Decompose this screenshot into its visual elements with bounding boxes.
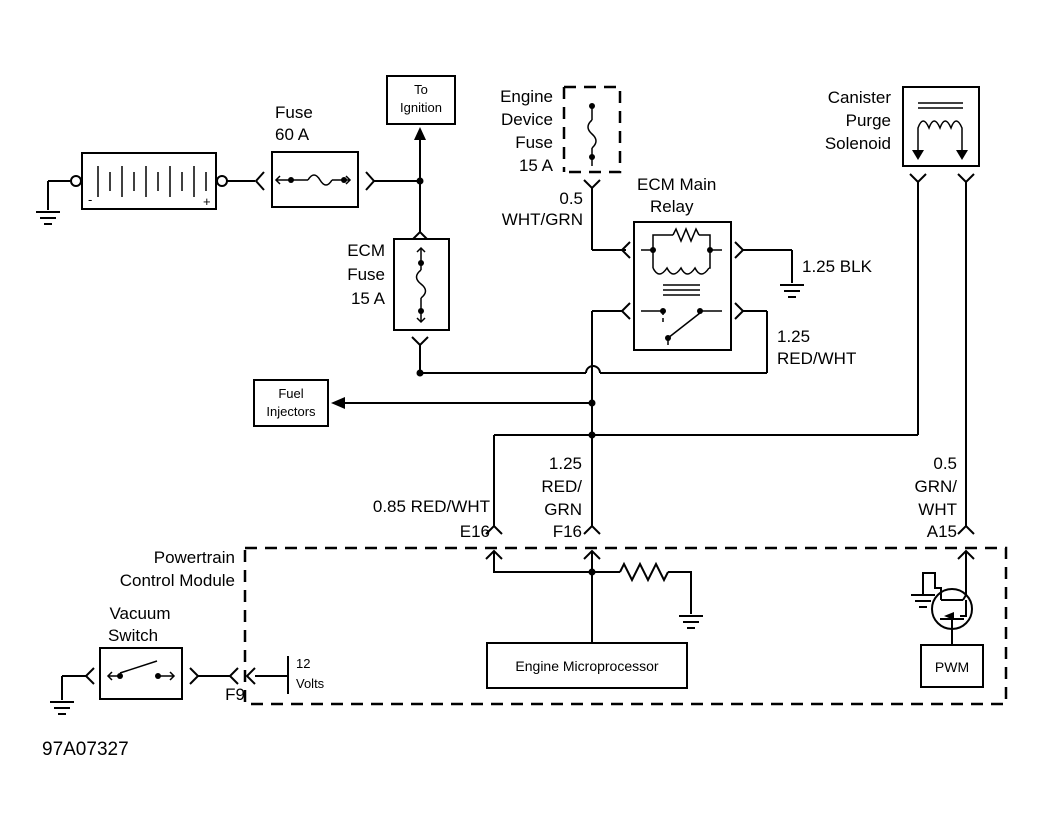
ecm-fuse-label: ECM — [347, 241, 385, 260]
pwm-label: PWM — [935, 659, 969, 675]
wire-a15-color1: GRN/ — [915, 477, 958, 496]
canister-line3: Solenoid — [825, 134, 891, 153]
relay-ground-icon — [780, 284, 804, 298]
engine-device-fuse-line3: Fuse — [515, 133, 553, 152]
battery-minus: - — [88, 192, 92, 207]
engine-microprocessor-label: Engine Microprocessor — [515, 658, 659, 674]
ecm-main-relay: ECM Main Relay 1.25 BLK 1.25 RED/W — [591, 175, 873, 526]
fuel-injectors: Fuel Injectors — [253, 379, 596, 427]
pin-f16: F16 — [553, 522, 582, 541]
diagram-id: 97A07327 — [42, 739, 129, 760]
pcm-input-circuit — [485, 549, 692, 643]
wire-relay-out-gauge: 1.25 — [777, 327, 810, 346]
vacuum-switch-line1: Vacuum — [109, 604, 170, 623]
pwm-driver — [922, 549, 975, 645]
pcm-boundary: Powertrain Control Module — [120, 546, 1008, 706]
wire-blk-label: 1.25 BLK — [802, 257, 873, 276]
to-ignition-line2: Ignition — [400, 100, 442, 115]
ecm-fuse-rating: 15 A — [351, 289, 386, 308]
wire-f16-gauge: 1.25 — [549, 454, 582, 473]
supply-12v-line1: 12 — [296, 656, 310, 671]
pin-e16: E16 — [460, 522, 490, 541]
engine-device-fuse: Engine Device Fuse 15 A 0.5 WHT/GRN — [500, 85, 626, 251]
battery-plus: + — [203, 194, 211, 209]
arrow-up-icon — [414, 127, 426, 140]
vacuum-switch: Vacuum Switch F9 12 Volts — [61, 604, 325, 704]
ecm-fuse: ECM Fuse 15 A — [347, 230, 767, 377]
pcm-ground-icon — [679, 615, 703, 629]
fuel-injectors-line1: Fuel — [278, 386, 303, 401]
wire-engine-fuse-color: WHT/GRN — [502, 210, 583, 229]
wire-f16-color1: RED/ — [541, 477, 582, 496]
pcm-label-line2: Control Module — [120, 571, 235, 590]
pcm-label-line1: Powertrain — [154, 548, 235, 567]
to-ignition: To Ignition — [386, 75, 456, 232]
arrow-left-icon — [331, 397, 345, 409]
pcm-connector-labels: 0.85 RED/WHT E16 1.25 RED/ GRN F16 0.5 G… — [373, 454, 975, 541]
to-ignition-line1: To — [414, 82, 428, 97]
ecm-relay-line2: Relay — [650, 197, 694, 216]
wire-engine-fuse-gauge: 0.5 — [559, 189, 583, 208]
engine-device-fuse-line1: Engine — [500, 87, 553, 106]
vacuum-switch-line2: Switch — [108, 626, 158, 645]
canister-line2: Purge — [846, 111, 891, 130]
main-fuse: Fuse 60 A — [271, 103, 420, 208]
ecm-fuse-label-2: Fuse — [347, 265, 385, 284]
pwm-ground-icon — [911, 594, 935, 608]
main-fuse-rating: 60 A — [275, 125, 310, 144]
fuel-injectors-line2: Injectors — [266, 404, 316, 419]
engine-microprocessor: Engine Microprocessor — [486, 642, 688, 689]
wire-e16-label: 0.85 RED/WHT — [373, 497, 490, 516]
battery-ground-icon — [36, 211, 60, 225]
wire-f16-color2: GRN — [544, 500, 582, 519]
pin-a15: A15 — [927, 522, 957, 541]
main-fuse-label: Fuse — [275, 103, 313, 122]
wire-relay-out-color: RED/WHT — [777, 349, 856, 368]
wire-a15-gauge: 0.5 — [933, 454, 957, 473]
wire-a15-color2: WHT — [918, 500, 957, 519]
engine-device-fuse-line2: Device — [501, 110, 553, 129]
canister-purge-solenoid: Canister Purge Solenoid — [493, 86, 980, 526]
pwm: PWM — [920, 644, 984, 688]
engine-device-fuse-rating: 15 A — [519, 156, 554, 175]
pin-f9: F9 — [225, 685, 245, 704]
battery: - + — [47, 152, 265, 210]
ecm-relay-line1: ECM Main — [637, 175, 716, 194]
supply-12v-line2: Volts — [296, 676, 325, 691]
vacuum-switch-ground-icon — [50, 701, 74, 715]
canister-line1: Canister — [828, 88, 892, 107]
